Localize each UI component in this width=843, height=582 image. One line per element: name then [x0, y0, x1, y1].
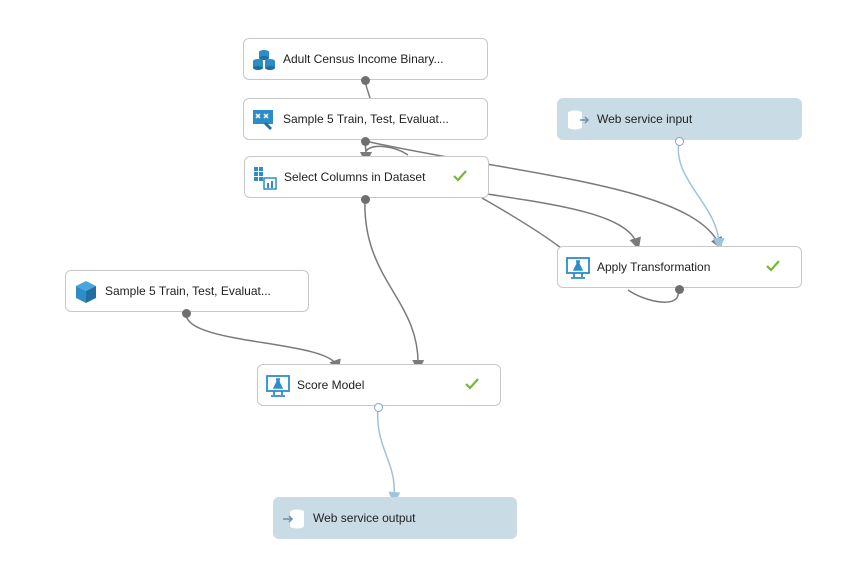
web-service-input[interactable]: Web service input	[557, 98, 802, 146]
module-trained-model[interactable]: Sample 5 Train, Test, Evaluat...	[65, 270, 309, 318]
web-output-icon	[282, 507, 306, 531]
module-label: Select Columns in Dataset	[284, 170, 426, 184]
cube-icon	[74, 280, 98, 304]
status-check-icon	[765, 258, 781, 274]
wire-select-to-apply-2	[481, 197, 562, 249]
output-port[interactable]	[361, 76, 370, 85]
module-label: Web service output	[313, 511, 416, 525]
module-label: Web service input	[597, 112, 693, 126]
module-select-columns[interactable]: Select Columns in Dataset	[244, 156, 489, 204]
output-port[interactable]	[675, 285, 684, 294]
module-label: Sample 5 Train, Test, Evaluat...	[283, 112, 449, 126]
wire-select-to-score	[364, 198, 425, 372]
module-adult-census-dataset[interactable]: Adult Census Income Binary...	[243, 38, 488, 85]
web-service-output[interactable]: Web service output	[273, 497, 517, 539]
table-chart-icon	[253, 166, 277, 190]
output-port[interactable]	[374, 403, 383, 412]
status-check-icon	[464, 376, 480, 392]
wire-apply-output-loop	[627, 289, 679, 303]
wire-model-to-score	[185, 313, 341, 372]
wire-split-to-apply	[364, 140, 722, 250]
module-label: Sample 5 Train, Test, Evaluat...	[105, 284, 271, 298]
transform-split-icon	[252, 108, 276, 132]
module-label: Score Model	[297, 378, 365, 392]
module-label: Apply Transformation	[597, 260, 711, 274]
status-check-icon	[452, 168, 468, 184]
output-port[interactable]	[361, 137, 370, 146]
module-score-model[interactable]: Score Model	[257, 364, 501, 412]
wire-select-to-apply	[486, 193, 641, 250]
output-port[interactable]	[361, 195, 370, 204]
module-sample-split[interactable]: Sample 5 Train, Test, Evaluat...	[243, 98, 488, 146]
monitor-flask-icon	[266, 374, 290, 398]
monitor-flask-icon	[566, 256, 590, 280]
wire-input-to-apply	[677, 140, 725, 250]
module-label: Adult Census Income Binary...	[283, 52, 444, 66]
wire-split-loop	[365, 145, 409, 156]
output-port[interactable]	[675, 137, 684, 146]
module-apply-transformation[interactable]: Apply Transformation	[557, 246, 802, 294]
web-input-icon	[566, 108, 590, 132]
output-port[interactable]	[182, 309, 191, 318]
wire-score-to-output	[377, 406, 401, 504]
database-stack-icon	[252, 48, 276, 72]
